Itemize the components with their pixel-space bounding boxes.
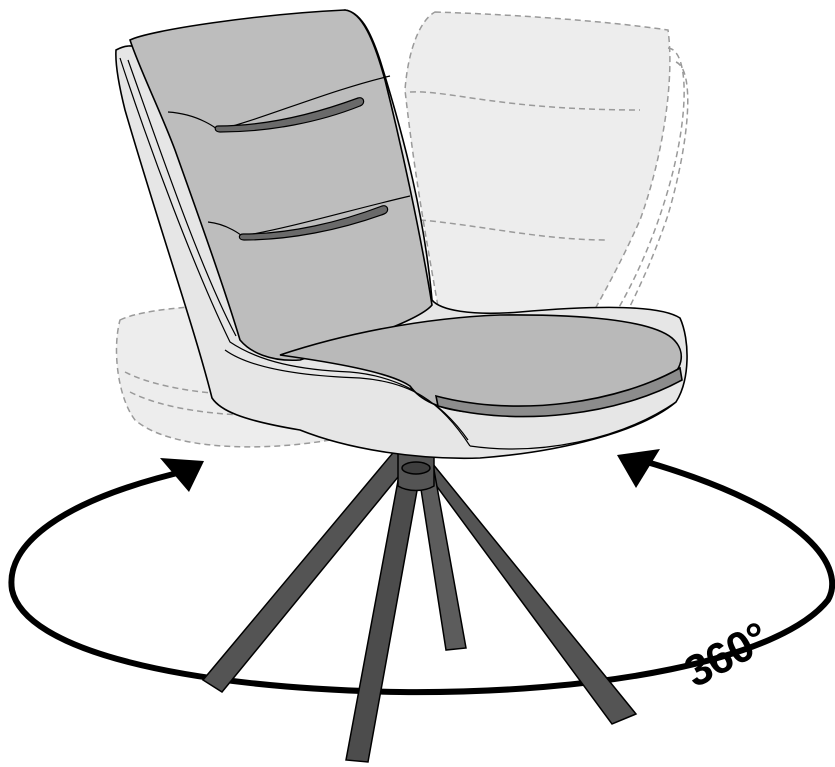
chair-base [203, 440, 636, 762]
swivel-cap [402, 462, 430, 474]
arrowhead-right-icon [617, 449, 660, 488]
ghost-backrest [405, 12, 670, 318]
